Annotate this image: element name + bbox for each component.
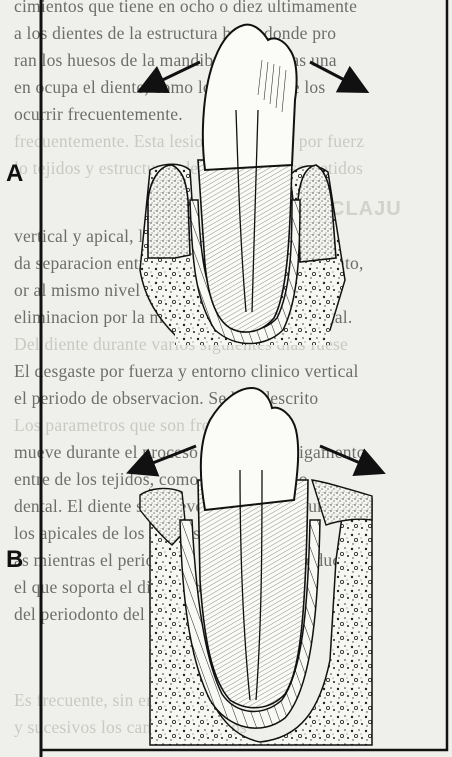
panel-label-a: A [6,160,23,188]
arrow-left-a [150,62,200,86]
gingiva-left-b [140,488,186,545]
arrow-right-a [310,62,356,86]
tooth-crown-a [203,25,297,170]
arrow-left-b [140,446,196,468]
panel-a-drawing [140,25,356,345]
arrow-right-b [320,446,372,468]
gingiva-right-a [298,165,336,262]
panel-label-b: B [6,546,23,574]
tooth-root-b [198,480,308,708]
panel-b-drawing [140,388,372,745]
gingiva-left-a [148,165,190,258]
gingiva-right-b [312,480,372,525]
tooth-crown-b [201,388,298,510]
